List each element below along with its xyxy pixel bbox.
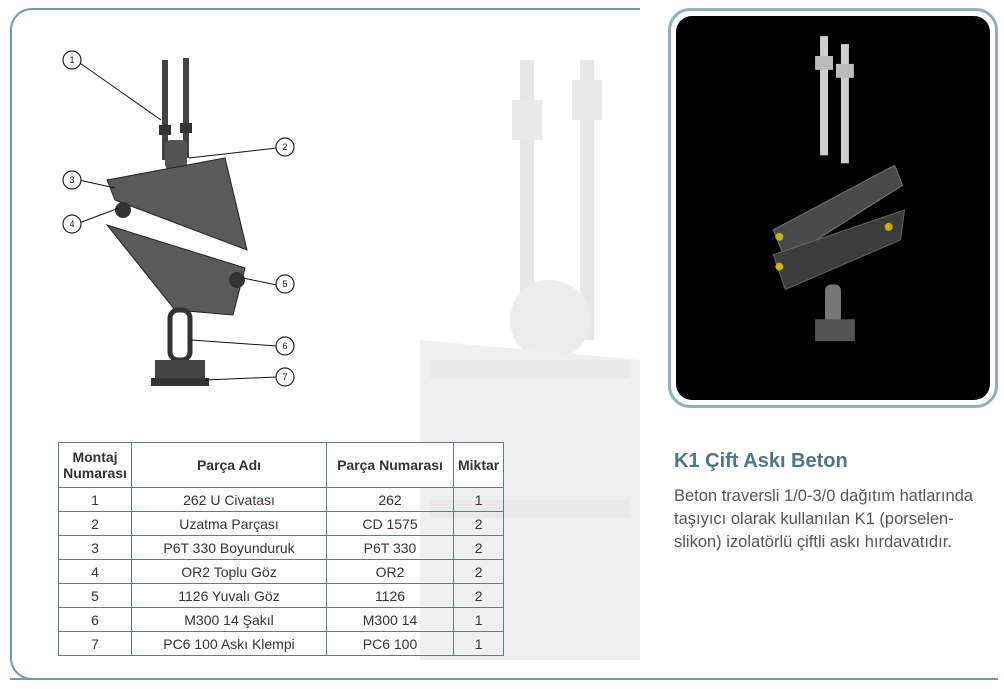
svg-text:5: 5 [282, 279, 287, 289]
svg-text:6: 6 [282, 341, 287, 351]
svg-text:2: 2 [282, 142, 287, 152]
lower-yoke [105, 224, 246, 316]
callout-5: 5 [275, 274, 295, 294]
svg-text:3: 3 [69, 175, 74, 185]
callout-3: 3 [62, 170, 82, 190]
u-bolt-left [162, 60, 168, 160]
extension-piece [165, 140, 187, 170]
callout-6: 6 [275, 336, 295, 356]
svg-text:7: 7 [282, 372, 287, 382]
product-photo [676, 16, 990, 400]
bottom-divider [10, 678, 998, 680]
product-title: K1 Çift Askı Beton [674, 450, 848, 472]
callout-7: 7 [275, 367, 295, 387]
callout-1: 1 [62, 50, 82, 70]
assembly-diagram: 1 2 3 4 5 6 7 [62, 50, 295, 387]
callout-4: 4 [62, 214, 82, 234]
svg-text:1: 1 [69, 55, 74, 65]
product-photo-frame [668, 8, 998, 408]
product-render [772, 36, 906, 342]
suspension-clamp [155, 360, 205, 382]
callout-2: 2 [275, 137, 295, 157]
svg-text:4: 4 [69, 219, 74, 229]
header-part-name: Parça Adı [131, 442, 327, 488]
u-bolt-right [183, 58, 189, 158]
upper-yoke [106, 157, 248, 251]
header-part-number: Parça Numarası [326, 442, 454, 488]
header-quantity: Miktar [452, 442, 505, 488]
shackle [167, 307, 193, 363]
product-description: Beton traversli 1/0-3/0 dağıtım hatların… [674, 487, 973, 551]
